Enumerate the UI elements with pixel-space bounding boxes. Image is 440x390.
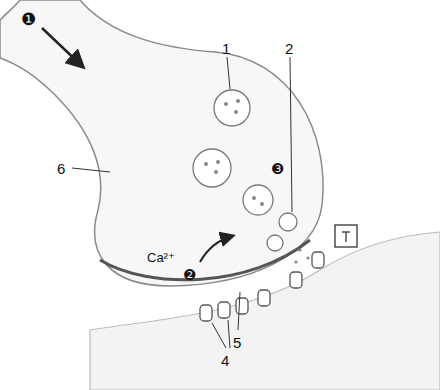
impulse-arrow xyxy=(42,28,82,66)
step-number: ❷ xyxy=(182,266,197,283)
receptors xyxy=(200,225,357,321)
callout-number: 2 xyxy=(284,40,294,57)
ion-label: Ca²⁺ xyxy=(146,250,176,265)
leader-lines xyxy=(72,57,292,348)
step-number: ❶ xyxy=(20,10,37,29)
callout-number: 6 xyxy=(56,160,66,177)
calcium-arrow xyxy=(200,236,232,262)
callout-number: 1 xyxy=(221,40,231,57)
callout-number: 5 xyxy=(232,334,242,351)
transmitter-dots xyxy=(204,99,310,264)
step-number: ❸ xyxy=(270,160,285,177)
callout-number: 4 xyxy=(220,352,230,369)
vesicles xyxy=(193,90,297,251)
axon-terminal xyxy=(0,0,323,286)
